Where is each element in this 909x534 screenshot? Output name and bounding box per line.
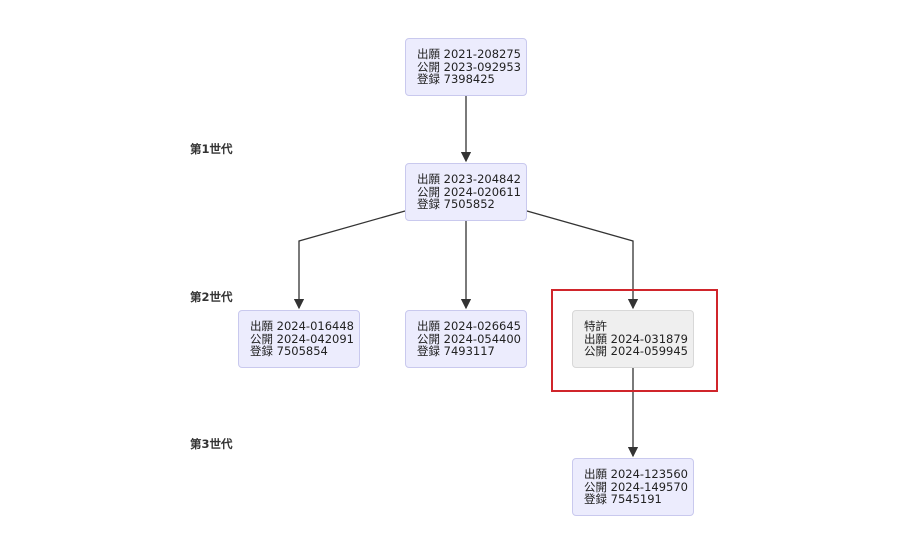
node-line: 出願 2024-026645 <box>417 319 521 334</box>
node-line: 公開 2024-059945 <box>584 344 688 359</box>
node-line: 出願 2024-016448 <box>250 319 354 334</box>
node-line: 登録 7505854 <box>250 344 328 359</box>
generation-label-1: 第1世代 <box>190 142 233 156</box>
generation-label-2: 第2世代 <box>190 290 233 304</box>
node-line: 出願 2024-123560 <box>584 467 688 482</box>
node-gen1[interactable]: 出願 2023-204842 公開 2024-020611 登録 7505852 <box>405 163 527 221</box>
node-root[interactable]: 出願 2021-208275 公開 2023-092953 登録 7398425 <box>405 38 527 96</box>
node-line: 特許 <box>584 319 607 334</box>
generation-label-3: 第3世代 <box>190 437 233 451</box>
node-gen2-right[interactable]: 特許 出願 2024-031879 公開 2024-059945 <box>572 310 694 368</box>
node-line: 公開 2023-092953 <box>417 59 521 74</box>
node-line: 登録 7545191 <box>584 492 662 507</box>
node-line: 登録 7505852 <box>417 197 495 212</box>
node-line: 出願 2024-031879 <box>584 331 688 346</box>
node-line: 出願 2023-204842 <box>417 172 521 187</box>
node-line: 登録 7493117 <box>417 344 495 359</box>
node-gen2-left[interactable]: 出願 2024-016448 公開 2024-042091 登録 7505854 <box>238 310 360 368</box>
node-line: 公開 2024-042091 <box>250 331 354 346</box>
node-gen2-middle[interactable]: 出願 2024-026645 公開 2024-054400 登録 7493117 <box>405 310 527 368</box>
node-gen3[interactable]: 出願 2024-123560 公開 2024-149570 登録 7545191 <box>572 458 694 516</box>
highlight-box <box>551 289 718 392</box>
node-line: 公開 2024-020611 <box>417 184 521 199</box>
node-line: 公開 2024-149570 <box>584 479 688 494</box>
node-line: 出願 2021-208275 <box>417 47 521 62</box>
node-line: 公開 2024-054400 <box>417 331 521 346</box>
node-line: 登録 7398425 <box>417 72 495 87</box>
edge-gen1-right <box>526 210 639 310</box>
edge-gen1-left <box>293 210 406 310</box>
